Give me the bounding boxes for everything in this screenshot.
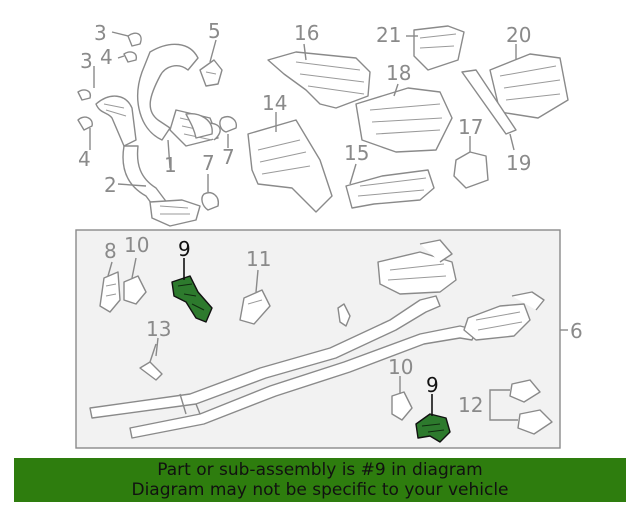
callout-6: 6 <box>570 319 583 343</box>
callout-5: 5 <box>208 19 221 43</box>
heat-shield-14 <box>247 119 333 213</box>
callout-labels: 3 4 3 4 5 1 2 7 7 14 16 18 21 20 19 17 1… <box>78 19 583 417</box>
heat-shield-21 <box>413 25 465 71</box>
callout-1: 1 <box>164 153 177 177</box>
callout-2: 2 <box>104 173 117 197</box>
hanger-13 <box>139 343 163 381</box>
callout-4-left: 4 <box>78 147 91 171</box>
isolator-10-upper <box>123 275 147 305</box>
o2-sensor-clamps <box>77 32 142 131</box>
flex-coupling <box>185 113 213 139</box>
callout-9-upper: 9 <box>178 237 191 261</box>
callout-11: 11 <box>246 247 271 271</box>
callout-3-left: 3 <box>80 49 93 73</box>
heat-shield-16 <box>267 51 371 109</box>
exhaust-pipe-assembly <box>89 239 545 439</box>
callout-9-lower: 9 <box>426 373 439 397</box>
callout-12: 12 <box>458 393 483 417</box>
callout-10-lower: 10 <box>388 355 413 379</box>
hanger-bracket-5 <box>199 59 223 87</box>
highlighted-part-9-upper <box>171 275 213 323</box>
callout-21: 21 <box>376 23 401 47</box>
banner-line-disclaimer: Diagram may not be specific to your vehi… <box>131 480 509 500</box>
bracket-8 <box>99 271 121 313</box>
heat-shield-19 <box>461 69 517 135</box>
hangers-12 <box>509 379 553 435</box>
callout-7-lower: 7 <box>202 151 215 175</box>
callout-7-upper: 7 <box>222 145 235 169</box>
heat-shield-15 <box>345 169 435 209</box>
callout-18: 18 <box>386 61 411 85</box>
callout-4-top: 4 <box>100 45 113 69</box>
callout-3-top: 3 <box>94 21 107 45</box>
callout-13: 13 <box>146 317 171 341</box>
callout-14: 14 <box>262 91 287 115</box>
callout-17: 17 <box>458 115 483 139</box>
callout-19: 19 <box>506 151 531 175</box>
hanger-11 <box>239 289 271 325</box>
callout-10-upper: 10 <box>124 233 149 257</box>
isolator-10-lower <box>391 391 413 421</box>
highlighted-part-9-lower <box>415 413 451 443</box>
catalytic-converter-right <box>95 95 201 227</box>
callout-15: 15 <box>344 141 369 165</box>
gasket-7 <box>201 116 237 211</box>
callout-8: 8 <box>104 239 117 263</box>
leader-lines <box>89 31 568 421</box>
disclaimer-banner: Part or sub-assembly is #9 in diagram Di… <box>14 458 626 502</box>
callout-20: 20 <box>506 23 531 47</box>
heat-shield-17 <box>453 151 489 189</box>
heat-shield-18 <box>355 87 453 153</box>
callout-16: 16 <box>294 21 319 45</box>
banner-line-part: Part or sub-assembly is #9 in diagram <box>157 460 483 480</box>
